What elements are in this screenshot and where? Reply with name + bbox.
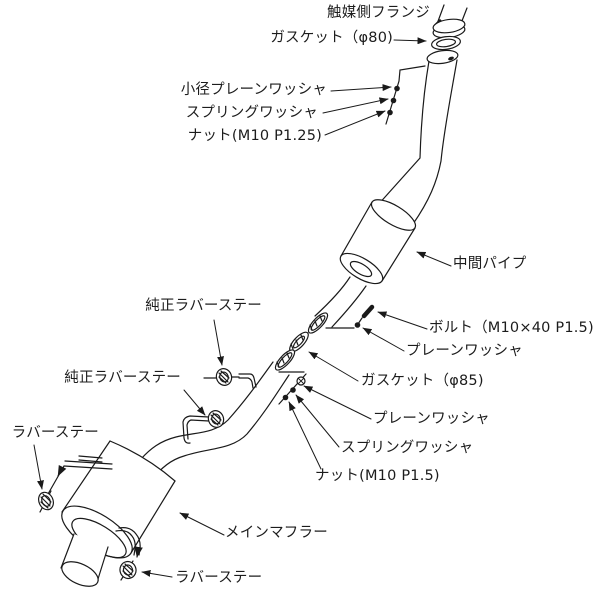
label-nut-rear: ナット(M10 P1.5): [315, 468, 440, 484]
label-rubber-stay-bottom: ラバーステー: [175, 570, 263, 586]
rear-fastener-set-drawing: [278, 371, 307, 405]
front-pipe-drawing: [376, 49, 459, 225]
label-gasket-85: ガスケット（φ85): [361, 373, 484, 389]
bolt-drawing: [325, 304, 375, 329]
label-spring-washer-front: スプリングワッシャ: [185, 105, 318, 121]
rubber-stay-grommet-2: [207, 410, 225, 428]
label-oem-rubber-stay-1: 純正ラバーステー: [145, 298, 262, 314]
main-muffler-drawing: [61, 440, 176, 559]
leader-bolt: [377, 311, 428, 330]
leader-main-muffler: [179, 512, 225, 536]
center-pipe-drawing: [314, 199, 417, 328]
label-center-pipe: 中間パイプ: [453, 256, 527, 272]
leader-rubber-stay-left: [33, 444, 44, 490]
label-oem-rubber-stay-2: 純正ラバーステー: [64, 370, 181, 386]
rubber-stay-grommet-3: [38, 490, 54, 513]
tail-pipe-drawing: [140, 361, 290, 481]
leader-center-pipe: [416, 251, 452, 267]
leader-gasket-80: [393, 37, 427, 45]
hanger-rod-2: [182, 415, 210, 444]
leader-oem-rubber-stay-1: [213, 319, 224, 366]
leader-spring-washer-rear: [295, 394, 340, 448]
leader-nut-rear: [288, 401, 322, 470]
label-spring-washer-rear: スプリングワッシャ: [341, 440, 474, 456]
hanger-rod-1: [203, 373, 257, 389]
label-gasket-80: ガスケット（φ80): [270, 30, 393, 46]
leader-small-plain-washer: [330, 84, 392, 92]
label-plain-washer-upper: プレーンワッシャ: [406, 343, 523, 359]
label-nut-front: ナット(M10 P1.25): [187, 128, 322, 144]
muffler-tip-drawing: [60, 533, 109, 587]
leader-plain-washer-upper: [362, 327, 405, 352]
label-bolt: ボルト（M10×40 P1.5): [429, 320, 594, 336]
label-plain-washer-lower: プレーンワッシャ: [373, 411, 490, 427]
leader-spring-washer-front: [322, 97, 389, 114]
leader-oem-rubber-stay-2: [183, 389, 206, 416]
gasket-80-drawing: [431, 35, 461, 51]
catalyst-flange-drawing: [432, 4, 468, 39]
label-main-muffler: メインマフラー: [225, 525, 328, 541]
joint-flare-lower-drawing: [274, 349, 296, 371]
label-rubber-stay-left: ラバーステー: [11, 425, 99, 441]
leader-lines: [33, 37, 452, 578]
rubber-stay-grommet-4: [119, 560, 137, 581]
label-small-plain-washer: 小径プレーンワッシャ: [180, 82, 327, 98]
leader-gasket-85: [308, 351, 359, 382]
leader-nut-front: [324, 110, 386, 136]
hanger-rod-4: [115, 527, 143, 558]
rubber-stay-grommet-1: [215, 368, 233, 386]
leader-plain-washer-lower: [303, 385, 372, 420]
front-fastener-set-drawing: [385, 65, 426, 125]
joint-flare-upper-drawing: [307, 312, 329, 334]
leader-rubber-stay-bottom: [141, 569, 173, 578]
label-catalyst-flange: 触媒側フランジ: [327, 5, 430, 21]
hanger-rod-3: [47, 455, 113, 495]
